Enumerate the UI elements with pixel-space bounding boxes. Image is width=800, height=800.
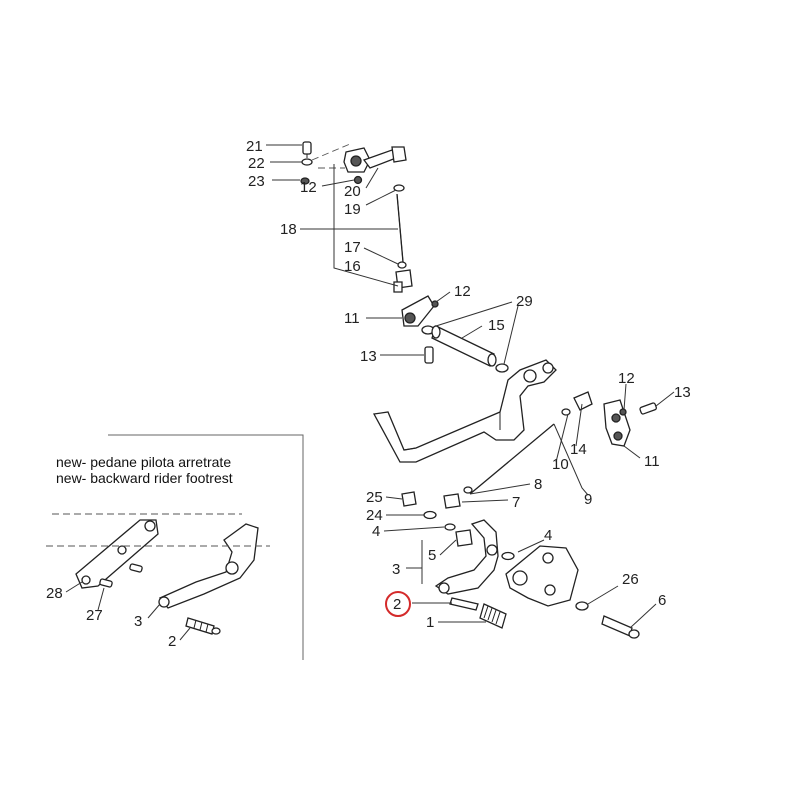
callout-25: 25 xyxy=(366,489,383,506)
callout-3: 3 xyxy=(134,613,142,630)
callout-18: 18 xyxy=(280,221,297,238)
callout-23: 23 xyxy=(248,173,265,190)
callout-15: 15 xyxy=(488,317,505,334)
callout-11: 11 xyxy=(344,310,360,327)
callout-19: 19 xyxy=(344,201,361,218)
callout-4: 4 xyxy=(372,523,380,540)
callout-12: 12 xyxy=(454,283,471,300)
callout-13: 13 xyxy=(674,384,691,401)
callout-27: 27 xyxy=(86,607,103,624)
leader-lines xyxy=(65,144,675,641)
gear-lever-group xyxy=(401,491,640,639)
callout-7: 7 xyxy=(512,494,520,511)
callout-26: 26 xyxy=(622,571,639,588)
callout-6: 6 xyxy=(658,592,666,609)
callout-labels: 21 22 23 12 20 19 18 17 16 12 29 11 15 1… xyxy=(46,138,691,650)
callout-2: 2 xyxy=(393,596,401,613)
callout-17: 17 xyxy=(344,239,361,256)
highlight-ring xyxy=(385,591,411,617)
callout-12: 12 xyxy=(300,179,317,196)
callout-24: 24 xyxy=(366,507,383,524)
callout-3: 3 xyxy=(392,561,400,578)
callout-16: 16 xyxy=(344,258,361,275)
callout-9: 9 xyxy=(584,491,592,508)
callout-20: 20 xyxy=(344,183,361,200)
note-english: new- backward rider footrest xyxy=(56,470,233,486)
callout-1: 1 xyxy=(426,614,434,631)
callout-21: 21 xyxy=(246,138,263,155)
gear-linkage-rod xyxy=(443,423,555,509)
callout-29: 29 xyxy=(516,293,533,310)
callout-28: 28 xyxy=(46,585,63,602)
callout-10: 10 xyxy=(552,456,569,473)
footrest-frame xyxy=(372,359,557,463)
note-italian: new- pedane pilota arretrate xyxy=(56,454,231,470)
upper-linkage-group xyxy=(300,141,413,293)
callout-13: 13 xyxy=(360,348,377,365)
right-lever-group xyxy=(561,391,657,447)
callout-2: 2 xyxy=(168,633,176,650)
callout-14: 14 xyxy=(570,441,587,458)
shift-shaft-group xyxy=(401,295,509,373)
rear-footrest-inset xyxy=(46,513,270,635)
callout-11: 11 xyxy=(644,453,660,470)
inset-frame xyxy=(108,434,304,660)
callout-4: 4 xyxy=(544,527,552,544)
callout-5: 5 xyxy=(428,547,436,564)
callout-22: 22 xyxy=(248,155,265,172)
callout-12: 12 xyxy=(618,370,635,387)
callout-8: 8 xyxy=(534,476,542,493)
